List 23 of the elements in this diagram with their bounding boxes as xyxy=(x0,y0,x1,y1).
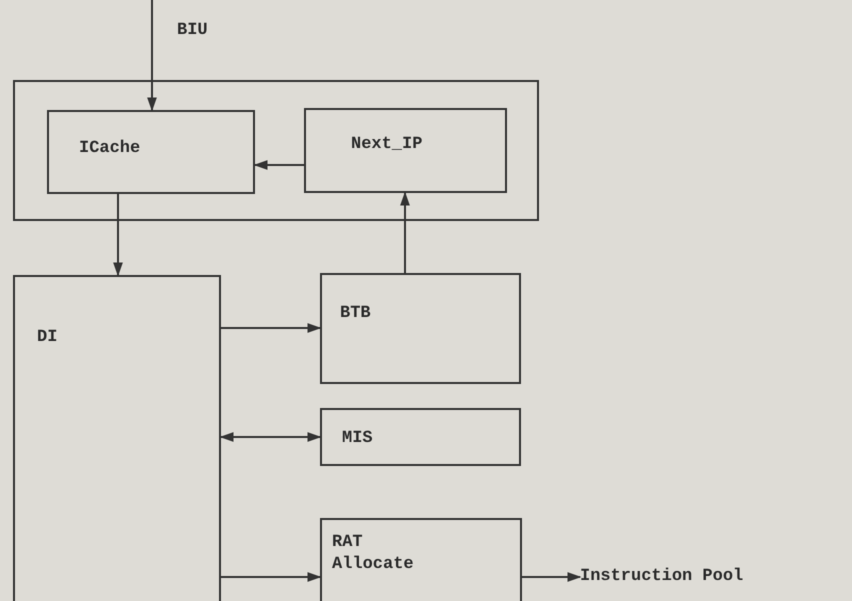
arrow xyxy=(221,572,322,582)
arrow xyxy=(220,432,322,442)
output-label: Instruction Pool xyxy=(580,566,744,588)
group-box xyxy=(13,80,539,221)
arrow xyxy=(400,192,410,273)
block-box xyxy=(13,275,221,601)
block-box xyxy=(304,108,507,193)
block-label: RAT Allocate xyxy=(332,532,415,576)
arrow xyxy=(221,323,322,333)
arrow xyxy=(113,194,123,276)
block-box xyxy=(320,408,521,466)
arrow xyxy=(522,572,582,582)
block-box xyxy=(320,518,522,601)
block-box xyxy=(320,273,521,384)
block-label: ICache xyxy=(79,138,140,160)
block-label: MIS xyxy=(342,428,373,450)
arrow xyxy=(254,160,304,170)
block-label: DI xyxy=(37,327,58,349)
block-label: Next_IP xyxy=(351,134,422,156)
edge-label: BIU xyxy=(177,21,208,40)
arrow xyxy=(147,0,157,112)
block-label: BTB xyxy=(340,303,371,325)
block-box xyxy=(47,110,255,194)
